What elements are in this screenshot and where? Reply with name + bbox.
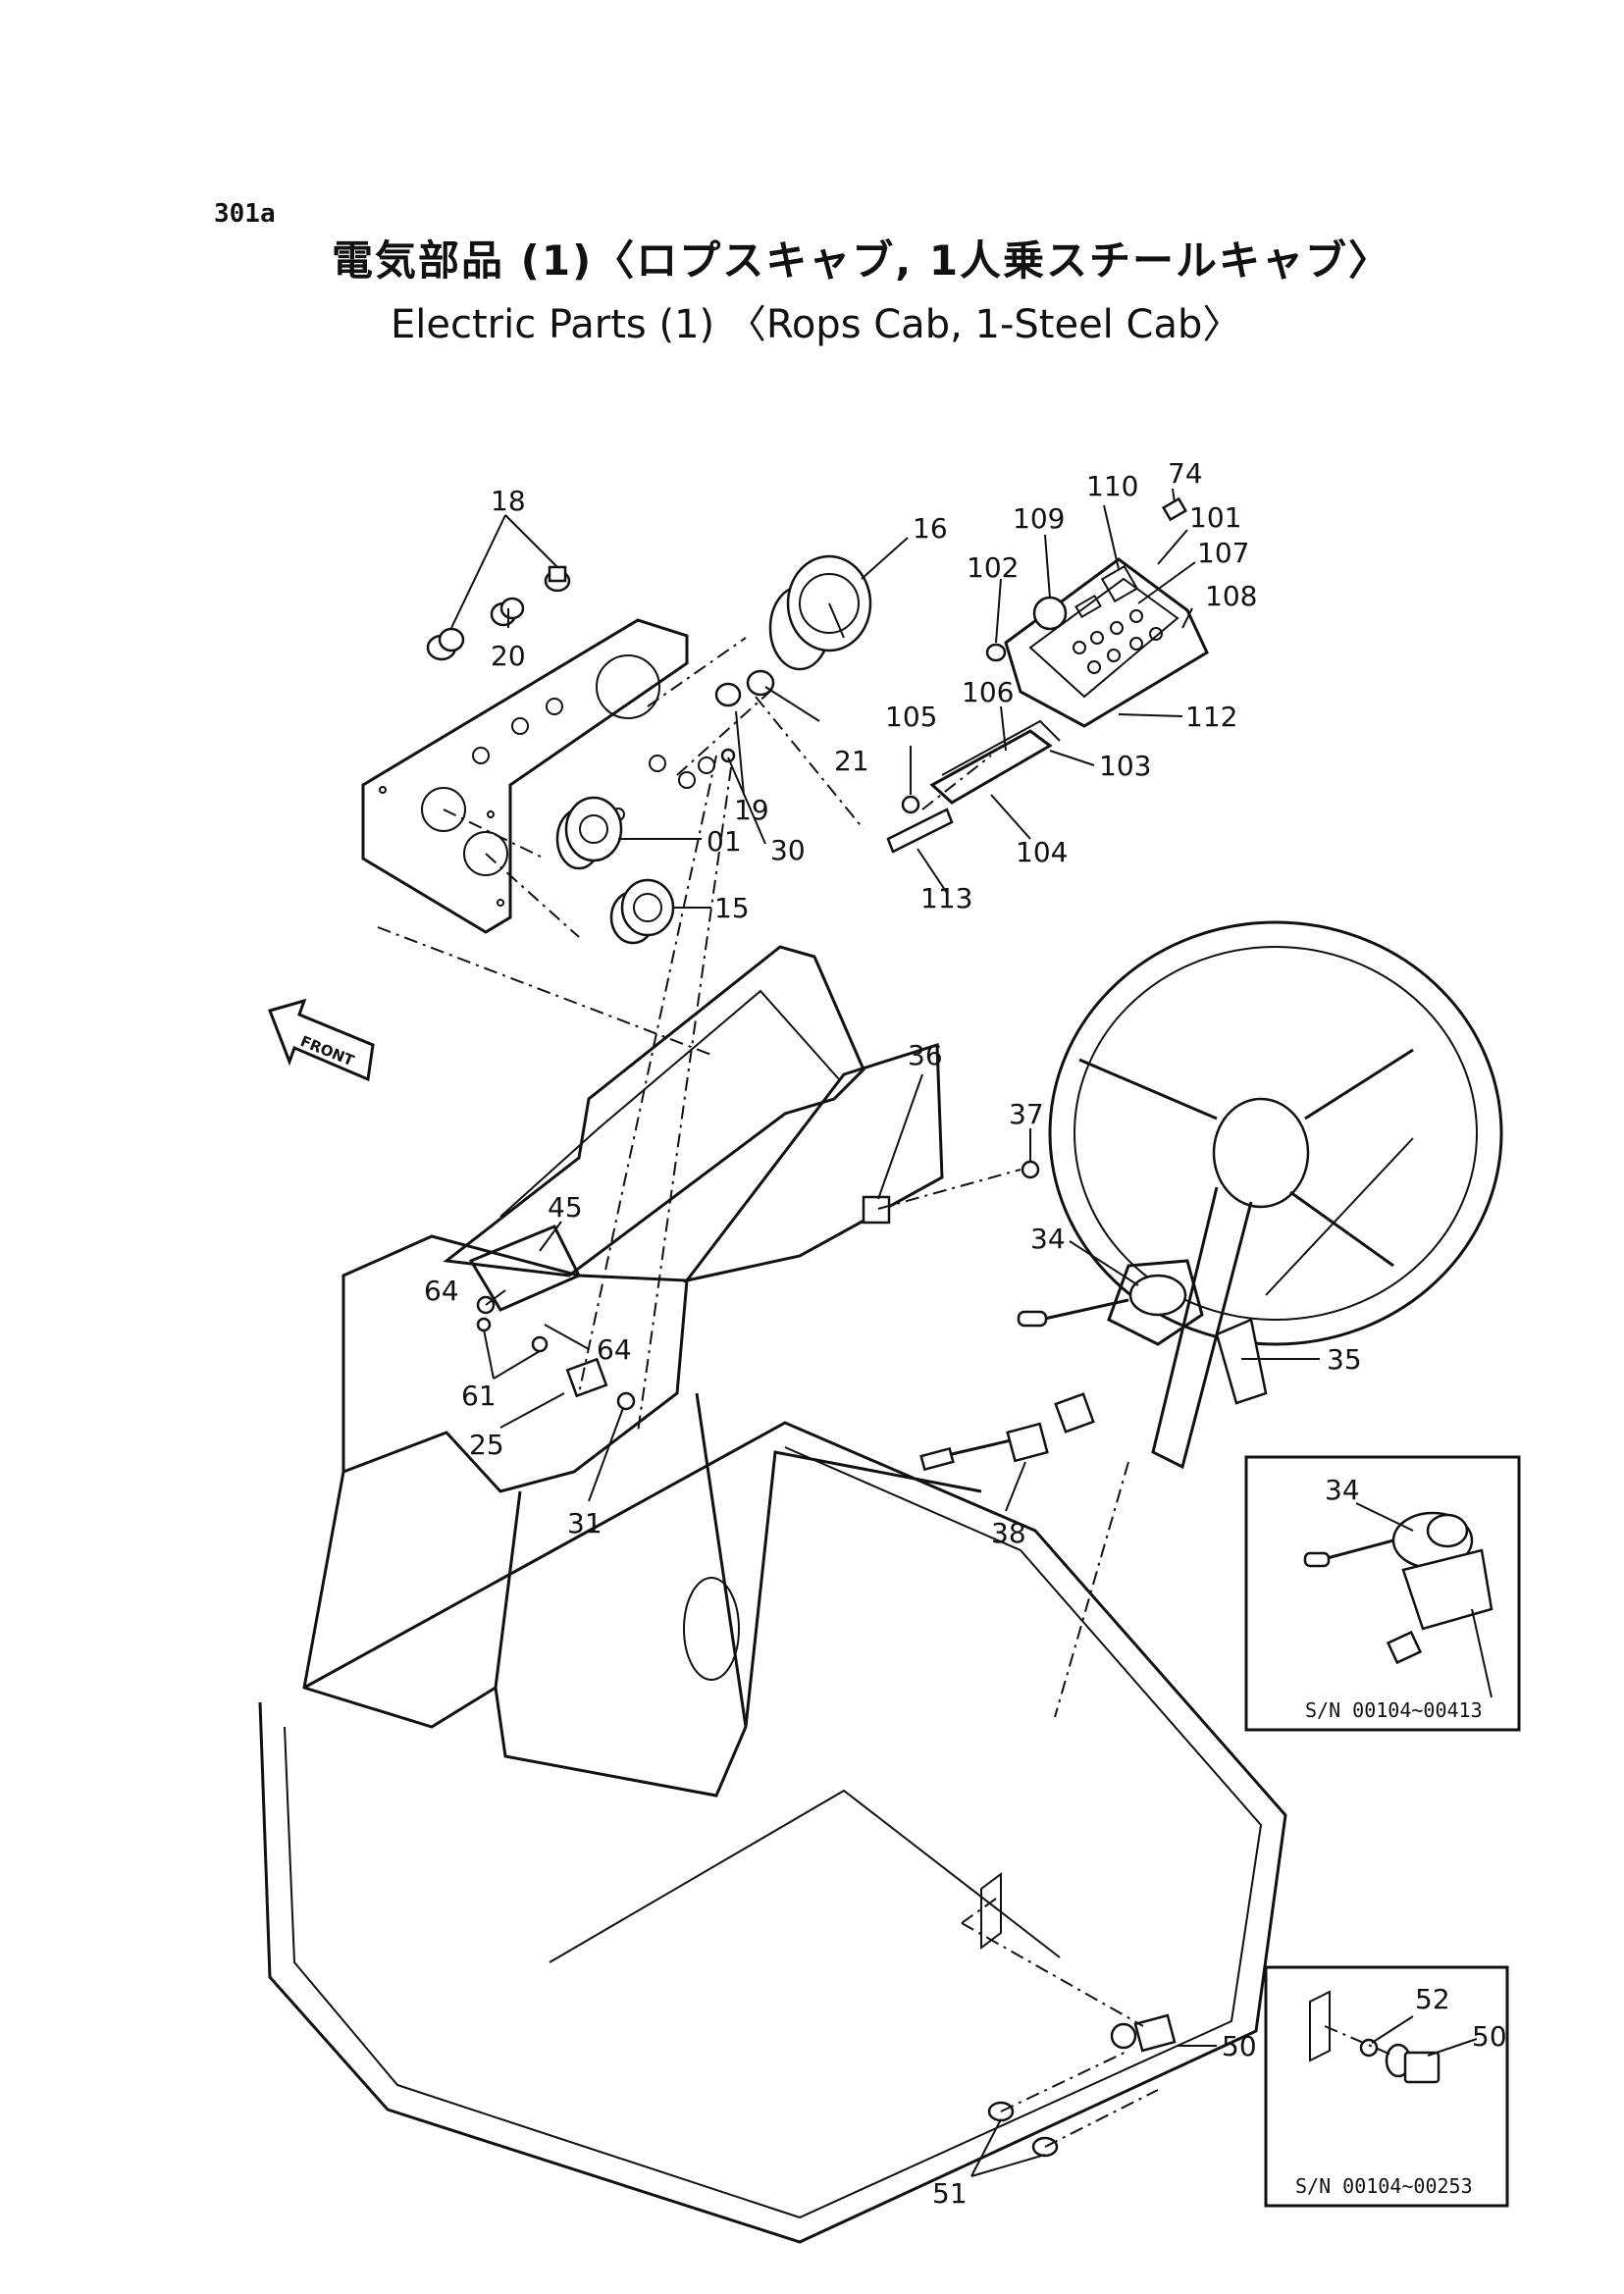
callout-50: 50 (1222, 2030, 1257, 2062)
lever-switch-34 (1017, 1274, 1187, 1328)
callout-109: 109 (1013, 502, 1065, 535)
callout-21: 21 (834, 745, 869, 777)
callout-105: 105 (885, 701, 937, 733)
callout-20: 20 (491, 640, 526, 672)
inset-horn-callout-52: 52 (1415, 1983, 1450, 2015)
monitor-panel (985, 496, 1209, 728)
callout-108: 108 (1205, 580, 1257, 612)
callout-74: 74 (1168, 457, 1203, 490)
inset-horn (1264, 1965, 1509, 2208)
floor-plate (258, 1421, 1287, 2244)
callout-37: 37 (1009, 1098, 1044, 1130)
dashboard-cowl (302, 945, 982, 1798)
callout-30: 30 (770, 834, 806, 866)
callout-104: 104 (1016, 836, 1068, 868)
steering-wheel (1048, 920, 1503, 1346)
inset-lever-serial: S/N 00104~00413 (1305, 1698, 1483, 1722)
callout-113: 113 (920, 882, 972, 914)
inset-horn-serial: S/N 00104~00253 (1295, 2174, 1473, 2198)
callout-19: 19 (734, 794, 769, 826)
hour-meter-01 (555, 796, 623, 870)
callout-110: 110 (1086, 470, 1138, 502)
callout-45: 45 (548, 1191, 583, 1224)
callout-25: 25 (469, 1429, 504, 1461)
front-direction-arrow: FRONT (268, 998, 375, 1082)
gauge-15 (609, 878, 675, 945)
connector-38 (919, 1392, 1095, 1472)
callout-18: 18 (491, 485, 526, 517)
bracket-45-61-64 (468, 1225, 582, 1353)
page-number: 301a (214, 199, 276, 229)
callout-101: 101 (1189, 501, 1241, 534)
switch-36-37 (862, 1160, 1040, 1225)
callout-51: 51 (932, 2177, 968, 2210)
callout-64-left: 64 (424, 1275, 459, 1307)
monitor-bracket-103-104 (886, 719, 1061, 854)
callout-64-right: 64 (597, 1333, 632, 1366)
callout-15: 15 (714, 892, 750, 924)
switch-35 (1215, 1318, 1268, 1405)
callout-labels: 18 20 16 110 74 109 101 107 102 108 21 1… (424, 457, 1507, 2210)
callout-106: 106 (962, 676, 1014, 708)
callout-112: 112 (1185, 701, 1237, 733)
callout-103: 103 (1099, 750, 1151, 782)
front-label: FRONT (298, 1032, 358, 1069)
callout-61: 61 (461, 1380, 497, 1412)
callout-102: 102 (967, 551, 1019, 584)
page-title-japanese: 電気部品 (1)〈ロプスキャブ, 1人乗スチールキャブ〉 (332, 236, 1392, 285)
pilot-lamps-19-21 (714, 669, 775, 763)
callout-34: 34 (1030, 1223, 1066, 1255)
instrument-panel-plate (361, 618, 715, 934)
horn-50-51 (980, 1872, 1177, 2158)
callout-38: 38 (991, 1517, 1026, 1549)
switch-25-31 (565, 1357, 636, 1411)
inset-horn-callout-50: 50 (1472, 2020, 1507, 2053)
leader-lines (450, 488, 1320, 2177)
connection-lines (377, 637, 1159, 2148)
callout-107: 107 (1197, 537, 1249, 569)
callout-31: 31 (567, 1507, 602, 1539)
callout-01: 01 (707, 825, 742, 858)
callout-36: 36 (908, 1039, 943, 1071)
callout-35: 35 (1327, 1343, 1362, 1376)
callout-16: 16 (913, 512, 948, 545)
inset-lever-switch (1244, 1455, 1521, 1732)
page-title-english: Electric Parts (1) 〈Rops Cab, 1-Steel Ca… (391, 302, 1242, 347)
gauge-16 (768, 554, 872, 671)
indicator-lamp-18 (426, 565, 571, 661)
inset-lever-callout: 34 (1325, 1474, 1360, 1506)
